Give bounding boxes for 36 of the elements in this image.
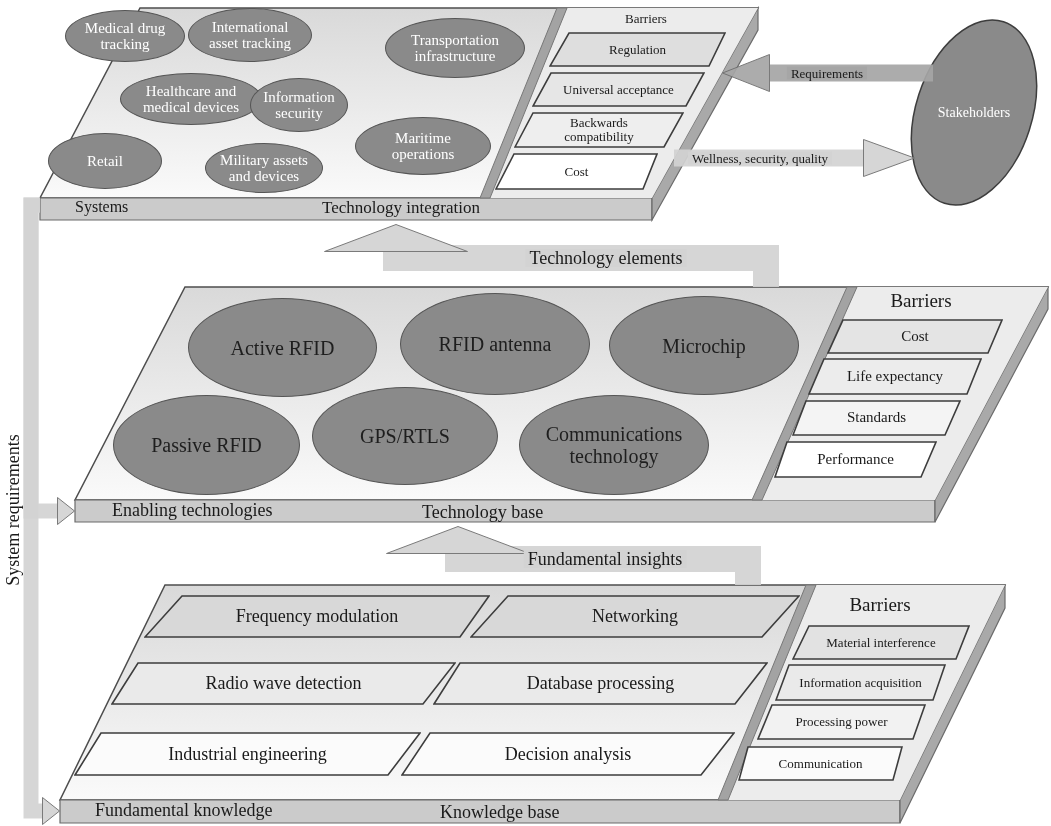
barriers-panel — [752, 287, 1048, 500]
ellipse-node: Medical drug tracking — [65, 10, 185, 62]
panel-heading: Barriers — [625, 11, 667, 28]
parallelogram-box: Processing power — [757, 704, 926, 740]
parallelogram-box: Cost — [495, 153, 658, 190]
edge-label: Requirements — [786, 66, 868, 80]
parallelogram-box: Cost — [827, 319, 1003, 354]
platform-slab — [60, 585, 1005, 823]
parallelogram-box: Frequency modulation — [144, 595, 490, 638]
parallelogram-box: Decision analysis — [401, 732, 735, 776]
parallelogram-box: Regulation — [549, 32, 726, 67]
block-arrow — [23, 197, 60, 825]
parallelogram-box: Standards — [792, 400, 961, 436]
platform-label: Technology base — [422, 503, 544, 521]
platform-label: Enabling technologies — [112, 501, 273, 519]
block-arrow — [722, 54, 933, 92]
platform-label: Fundamental knowledge — [95, 801, 273, 819]
parallelogram-box: Information acquisition — [775, 664, 946, 701]
parallelogram-box: Database processing — [433, 662, 768, 705]
panel-heading: Barriers — [890, 289, 952, 313]
parallelogram-box: Communication — [738, 746, 903, 781]
platform-label: Knowledge base — [440, 803, 560, 821]
block-arrow — [386, 526, 761, 585]
parallelogram-box: Performance — [774, 441, 937, 478]
parallelogram-box: Material interference — [792, 625, 970, 660]
block-arrow — [324, 224, 779, 287]
parallelogram-box: Life expectancy — [808, 358, 982, 395]
parallelogram-box: Radio wave detection — [111, 662, 456, 705]
platform-label: Technology integration — [322, 199, 480, 216]
edge-label: System requirements — [4, 433, 22, 588]
platform-slab — [75, 287, 1048, 522]
parallelogram-box: Industrial engineering — [74, 732, 421, 776]
panel-heading: Barriers — [849, 593, 911, 617]
platform-label: Systems — [75, 199, 129, 215]
block-arrow — [674, 139, 915, 177]
barriers-panel — [718, 585, 1005, 800]
